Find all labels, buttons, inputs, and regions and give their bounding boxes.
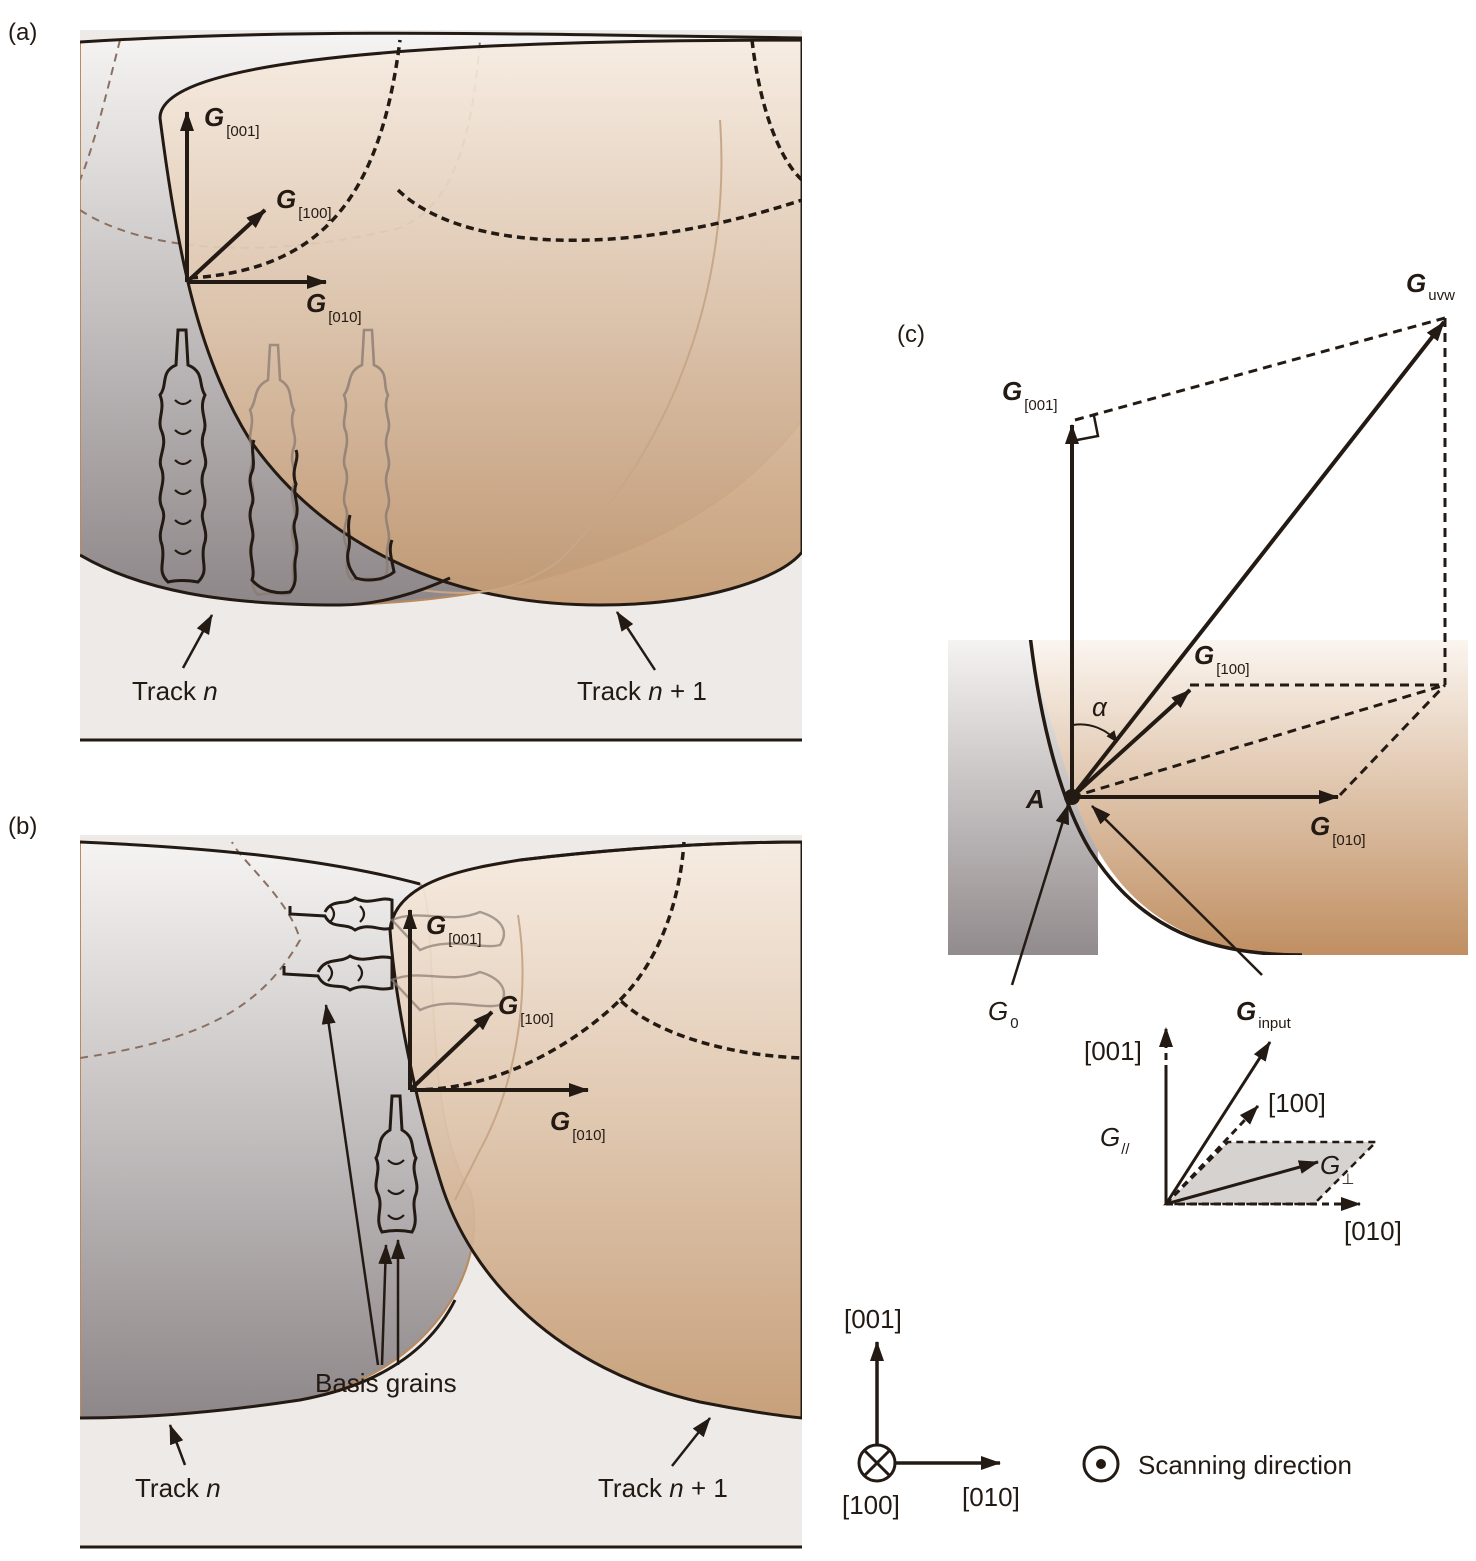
track-n1-inner-b bbox=[454, 914, 524, 1201]
dendrite-a3-visible bbox=[346, 514, 396, 582]
panel-b: (b) bbox=[8, 813, 802, 1549]
alpha-label: α bbox=[1092, 692, 1108, 722]
g001-label-a: G[001] bbox=[204, 102, 260, 140]
track-n-top-a bbox=[80, 31, 802, 44]
panel-a-label: (a) bbox=[8, 19, 37, 46]
dir-100-label-c: [100] bbox=[1268, 1088, 1326, 1118]
track-n-bottom-a bbox=[80, 553, 451, 607]
dendrite-b2 bbox=[282, 954, 394, 992]
g-vectors-c bbox=[1065, 320, 1446, 804]
scanning-direction-label: Scanning direction bbox=[1138, 1450, 1352, 1480]
input-pointers-c bbox=[1010, 804, 1263, 986]
track-n1-pointer-b bbox=[671, 1417, 711, 1467]
dendrite-a1 bbox=[158, 328, 208, 584]
g-vectors-b bbox=[403, 909, 589, 1097]
dendrite-b3 bbox=[374, 1094, 419, 1234]
panel-c-label: (c) bbox=[897, 321, 925, 348]
track-n-bottom-b bbox=[80, 1299, 457, 1420]
g001-label-c: G[001] bbox=[1002, 376, 1058, 414]
g010-label-a: G[010] bbox=[306, 288, 362, 326]
track-n-pointer-b bbox=[168, 1424, 187, 1466]
track-n1-pool-a bbox=[158, 38, 802, 607]
construction-lines-c bbox=[1071, 316, 1447, 799]
track-n1-boundary-dashed-a3 bbox=[750, 39, 802, 182]
point-a-label: A bbox=[1025, 784, 1045, 814]
track-n-top-b bbox=[80, 840, 421, 886]
track-n-pointer-a bbox=[181, 614, 214, 669]
panel-a: (a) bbox=[8, 19, 802, 742]
boundary-dashed-b1 bbox=[411, 997, 802, 1092]
dir-001-label-c: [001] bbox=[1084, 1036, 1142, 1066]
track-n1-top-b bbox=[519, 840, 802, 862]
axis-001-label: [001] bbox=[844, 1304, 902, 1334]
fusion-boundary-c bbox=[1028, 640, 1303, 955]
axis-100-into-page-icon bbox=[857, 1443, 897, 1483]
g010-label-b: G[010] bbox=[550, 1106, 606, 1144]
prev-boundary-b1 bbox=[80, 841, 302, 1059]
scanning-direction-icon bbox=[1082, 1445, 1120, 1483]
track-n1-boundary-dashed-a2 bbox=[396, 188, 802, 243]
panel-b-label: (b) bbox=[8, 813, 37, 840]
g001-label-b: G[001] bbox=[426, 910, 482, 948]
g100-label-b: G[100] bbox=[498, 990, 554, 1028]
g-vectors-a bbox=[180, 111, 327, 289]
g010-label-c: G[010] bbox=[1310, 811, 1366, 849]
basis-grains-pointers bbox=[321, 1004, 405, 1366]
track-n1-pointer-a bbox=[615, 611, 657, 671]
dendrite-b1 bbox=[288, 896, 394, 932]
g100-label-a: G[100] bbox=[276, 184, 332, 222]
track-n1-inner-a bbox=[419, 119, 723, 594]
dir-010-label-c: [010] bbox=[1344, 1216, 1402, 1246]
track-n1-boundary-dashed-a bbox=[189, 39, 402, 280]
g-perp-label: G⊥ bbox=[1320, 1150, 1354, 1188]
track-n1-label-a: Track n + 1 bbox=[577, 676, 707, 706]
dendrite-a2-visible bbox=[248, 439, 299, 595]
decomposition-sketch: [001] [100] [010] G// G⊥ bbox=[1084, 1027, 1402, 1246]
dendrite-b-ghost bbox=[389, 910, 506, 1012]
g-parallel-label: G// bbox=[1100, 1122, 1130, 1158]
g100-label-c: G[100] bbox=[1194, 640, 1250, 678]
prev-layer-boundary-a2 bbox=[80, 39, 121, 181]
track-n1-label-b: Track n + 1 bbox=[598, 1473, 728, 1503]
boundary-dashed-b2 bbox=[618, 841, 686, 1002]
basis-grains-label: Basis grains bbox=[315, 1368, 457, 1398]
right-angle-mark bbox=[1076, 415, 1100, 442]
alpha-arc bbox=[1072, 723, 1118, 743]
track-n1-pool-b bbox=[388, 840, 802, 1420]
track-n-label-a: Track n bbox=[132, 676, 218, 706]
axis-010-label: [010] bbox=[962, 1482, 1020, 1512]
track-n-label-b: Track n bbox=[135, 1473, 221, 1503]
axis-100-label: [100] bbox=[842, 1490, 900, 1520]
point-a-dot bbox=[1064, 789, 1080, 805]
axes-legend: [001] [010] [100] Scanning direction bbox=[842, 1304, 1352, 1520]
